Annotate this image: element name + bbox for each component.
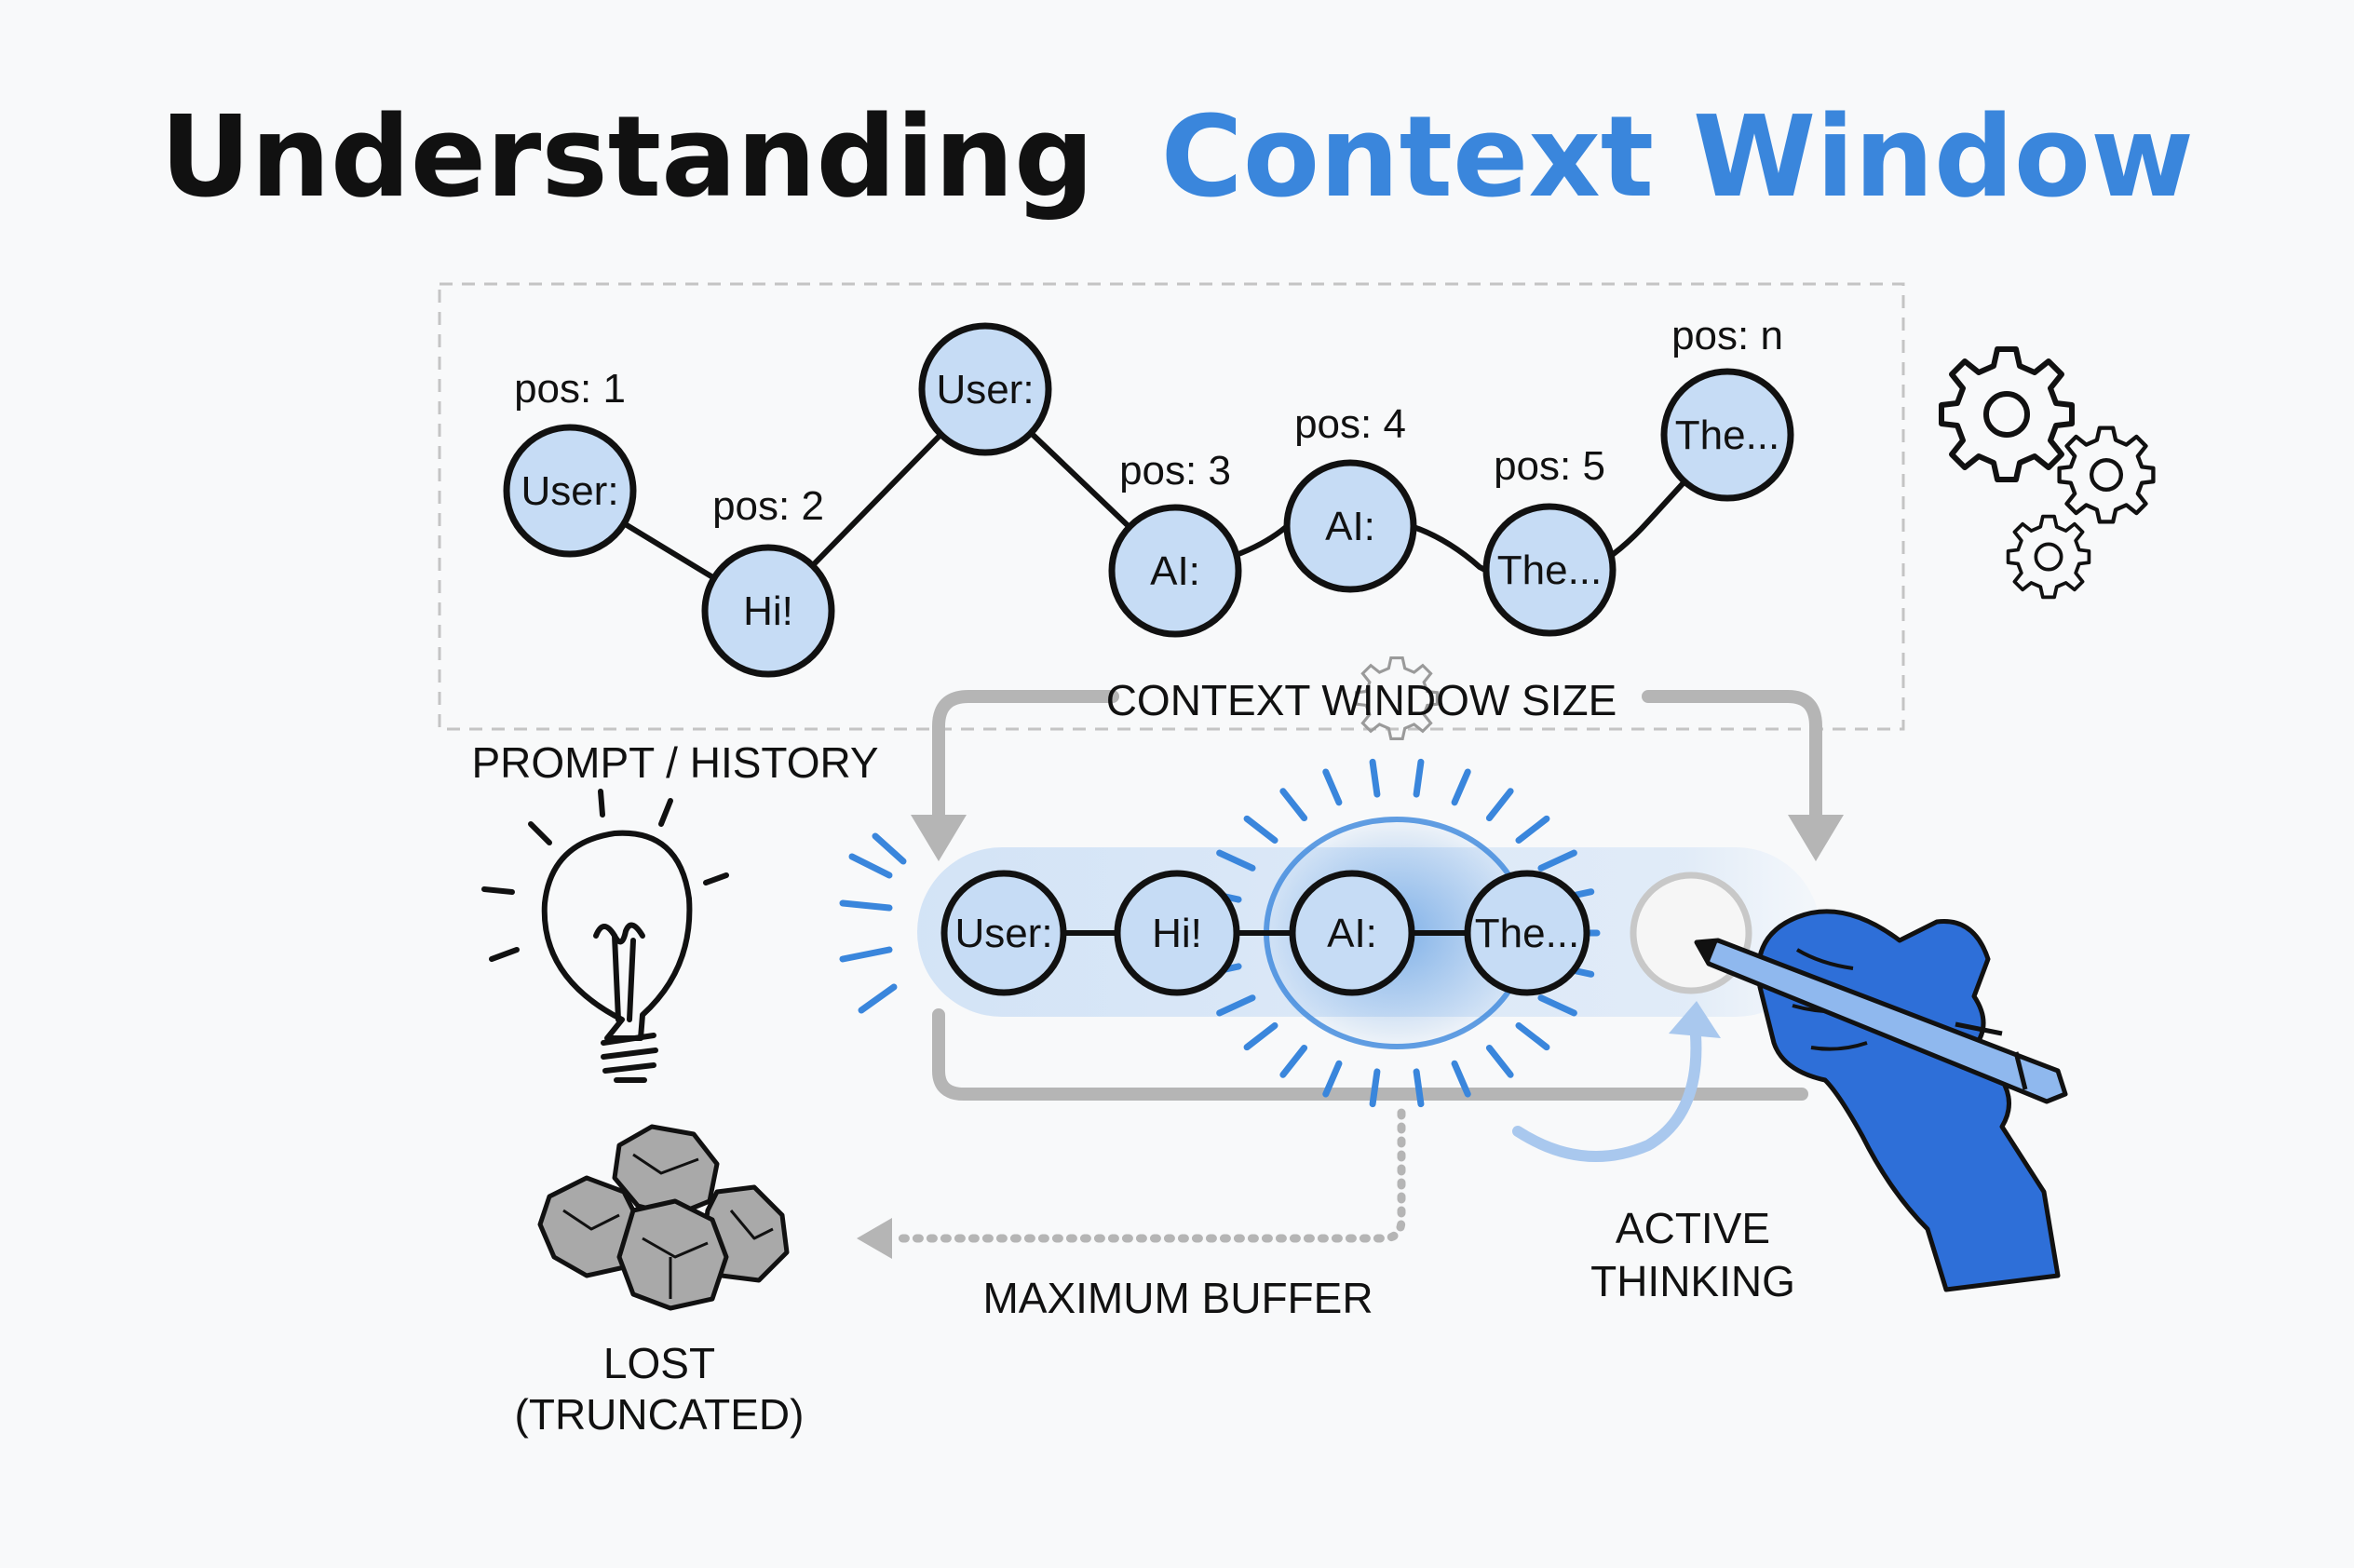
glow-ray [1515,815,1550,845]
window-token-node: AI: [1289,870,1415,996]
window-token-node: Hi! [1114,870,1240,996]
glow-ray [1369,1068,1381,1108]
glow-ray [1413,758,1425,798]
context-window-bracket [932,690,1822,1101]
history-position-label: pos: 1 [514,366,626,412]
history-token-text: The... [1675,412,1780,458]
crumpled-paper-icon [537,1124,790,1311]
glow-ray [1279,788,1308,822]
history-token-node: User: pos: 1 [503,366,637,558]
history-token-text: The... [1497,547,1603,593]
history-token-circle [1482,503,1617,637]
history-token-node: AI: pos: 4 [1283,401,1417,593]
window-token-circle [1114,870,1240,996]
glow-ray [1279,1044,1308,1078]
bracket-arrowhead-right [1788,815,1844,861]
history-token-circle [1283,459,1417,593]
prompt-history-label: PROMPT / HISTORY [471,738,878,787]
history-position-label: pos: 2 [712,483,824,529]
lightbulb-icon [481,789,729,1083]
title-part-1: Understanding [160,93,1094,223]
window-token-text: The... [1475,911,1580,956]
glow-ray [1216,849,1256,872]
history-token-text: Hi! [743,588,793,634]
window-token-text: Hi! [1152,911,1202,956]
active-thinking-arrow [1512,1019,1702,1162]
history-token-node: The... pos: 5 [1482,443,1617,637]
history-position-label: pos: 5 [1494,443,1605,489]
page-title: Understanding Context Window [160,93,2194,223]
window-token-circle [1464,870,1590,996]
window-token-node: User: [940,870,1067,996]
window-node-group: User: Hi! AI: The... [940,870,1590,996]
history-position-label: pos: 4 [1294,401,1406,447]
history-token-circle [918,322,1052,456]
glow-ray [1451,1060,1471,1098]
glow-ray [1413,1068,1425,1108]
history-token-circle [1660,368,1794,502]
window-token-circle [940,870,1067,996]
history-token-circle [701,544,835,678]
history-token-text: AI: [1150,548,1200,594]
title-part-2: Context Window [1161,93,2194,223]
history-token-node: The... pos: n [1660,313,1794,502]
glow-ray [1322,768,1343,806]
glow-ray [1243,1021,1278,1051]
small-gear-icon [1355,656,1439,740]
glow-ray [1537,849,1577,872]
history-frame [438,282,1905,731]
window-token-text: User: [954,911,1052,956]
glow-ray [1485,1044,1514,1078]
window-token-node: The... [1464,870,1590,996]
glow-ray [1216,994,1256,1017]
glow-ray [1322,1060,1343,1098]
window-token-circle [1289,870,1415,996]
glow-ray [1451,768,1471,806]
gears-icon [1939,346,2156,600]
history-node-group: User: pos: 1 Hi! pos: 2 User: AI: pos: 3 AI: pos… [503,313,1794,678]
context-window-size-label: CONTEXT WINDOW SIZE [1106,676,1617,724]
hand-pencil-icon [1694,909,2068,1292]
history-token-text: User: [521,468,618,514]
lost-label-line1: LOST [603,1339,715,1387]
glow-ray [1243,815,1278,845]
maximum-buffer-arrow [889,1108,1406,1243]
history-token-node: User: [918,322,1052,456]
lost-label-line2: (TRUNCATED) [515,1390,805,1439]
history-token-circle [503,424,637,558]
history-token-node: AI: pos: 3 [1108,448,1242,638]
history-token-node: Hi! pos: 2 [701,483,835,678]
history-position-label: pos: n [1671,313,1783,358]
history-token-circle [1108,504,1242,638]
active-thinking-label-line1: ACTIVE [1616,1204,1770,1252]
history-token-text: AI: [1325,504,1375,549]
maximum-buffer-arrowhead [857,1218,892,1259]
maximum-buffer-label: MAXIMUM BUFFER [982,1274,1373,1322]
history-position-label: pos: 3 [1119,448,1231,493]
glow-ray [1537,994,1577,1017]
active-thinking-arrowhead [1669,1001,1721,1038]
left-glow-ticks [839,832,907,1014]
bracket-arrowhead-left [911,815,967,861]
glow-ray [1369,758,1381,798]
window-token-text: AI: [1327,911,1377,956]
glow-ray [1515,1021,1550,1051]
history-token-text: User: [936,367,1034,412]
glow-ray [1485,788,1514,822]
active-thinking-label-line2: THINKING [1590,1257,1795,1305]
